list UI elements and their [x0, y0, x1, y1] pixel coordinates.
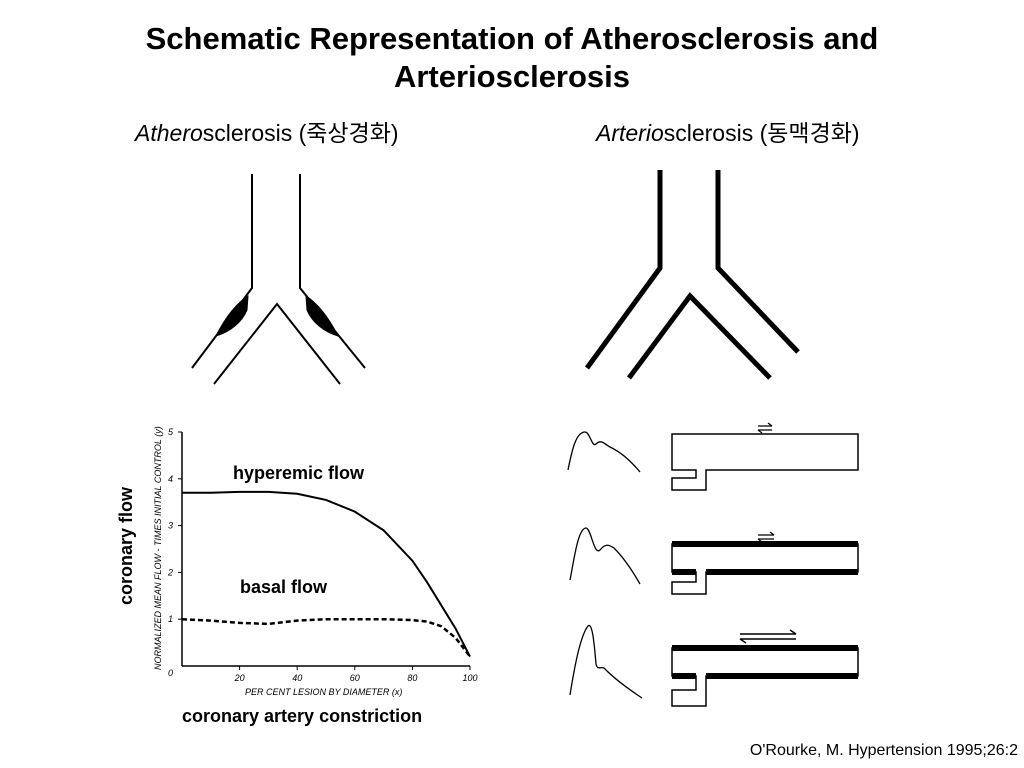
x-tick-label: 40	[292, 673, 302, 683]
vessel-segment-stiff	[671, 645, 859, 707]
hyperemic-flow-line	[182, 490, 471, 658]
coronary-constriction-label: coronary artery constriction	[182, 706, 423, 726]
reflection-arrows-small	[757, 422, 773, 434]
vessel-segment-stiffening	[671, 541, 859, 595]
x-tick-label: 20	[234, 673, 245, 683]
reflection-arrows-large	[739, 629, 797, 644]
page-title: Schematic Representation of Atherosclero…	[0, 20, 1024, 96]
origin-label: 0	[168, 668, 173, 678]
chart-x-axis-title: PER CENT LESION BY DIAMETER (x)	[245, 687, 402, 697]
title-line-2: Arteriosclerosis	[393, 59, 631, 94]
arteriosclerosis-vessel-diagram	[584, 170, 800, 380]
pressure-wave-stiff	[569, 624, 643, 699]
y-tick-label: 3	[168, 521, 173, 531]
atherosclerosis-vessel-diagram	[191, 174, 366, 385]
pressure-wave-normal	[567, 431, 641, 473]
y-tick-label: 4	[168, 474, 173, 484]
atherosclerosis-heading: Atherosclerosis (죽상경화)	[135, 114, 399, 148]
x-tick-label: 60	[350, 673, 360, 683]
vessel-segment-normal	[671, 433, 859, 491]
citation: O'Rourke, M. Hypertension 1995;26:2	[749, 742, 1018, 759]
right-vessel-inner-crotch	[626, 292, 772, 380]
x-tick-label: 100	[462, 673, 477, 683]
atherosclerosis-heading-rest: sclerosis (죽상경화)	[202, 120, 399, 146]
vessel-segment-panel	[671, 422, 859, 707]
y-tick-label: 1	[168, 614, 173, 624]
flow-chart: 1 2 3 4 5 20 40 60 80 100 0 PER CENT LESION BY DIA…	[153, 426, 478, 697]
hyperemic-flow-label: hyperemic flow	[233, 463, 365, 483]
reflection-arrows-medium	[757, 531, 775, 543]
x-tick-label: 80	[407, 673, 417, 683]
coronary-flow-label: coronary flow	[116, 486, 136, 605]
y-tick-label: 5	[168, 427, 174, 437]
pulse-waveform-panel	[567, 431, 643, 699]
title-line-1: Schematic Representation of Atherosclero…	[145, 21, 879, 56]
chart-y-axis-title: NORMALIZED MEAN FLOW - TIMES INITIAL CON…	[153, 426, 163, 670]
right-vessel-outer-right-wall	[715, 170, 800, 354]
left-vessel-outer-right-wall	[299, 174, 366, 369]
arteriosclerosis-heading-rest: sclerosis (동맥경화)	[663, 120, 860, 146]
plaque-right	[305, 295, 339, 337]
y-tick-label: 2	[167, 567, 173, 577]
basal-flow-label: basal flow	[240, 577, 328, 597]
pressure-wave-stiffening	[569, 527, 641, 585]
left-vessel-outer-left-wall	[191, 174, 253, 369]
right-vessel-outer-left-wall	[584, 170, 663, 370]
plaque-left	[215, 295, 249, 337]
arteriosclerosis-heading: Arteriosclerosis (동맥경화)	[596, 114, 860, 148]
left-vessel-inner-crotch	[213, 302, 341, 385]
arteriosclerosis-heading-italic: Arterio	[596, 120, 664, 146]
atherosclerosis-heading-italic: Athero	[135, 120, 203, 146]
basal-flow-line	[181, 617, 471, 658]
